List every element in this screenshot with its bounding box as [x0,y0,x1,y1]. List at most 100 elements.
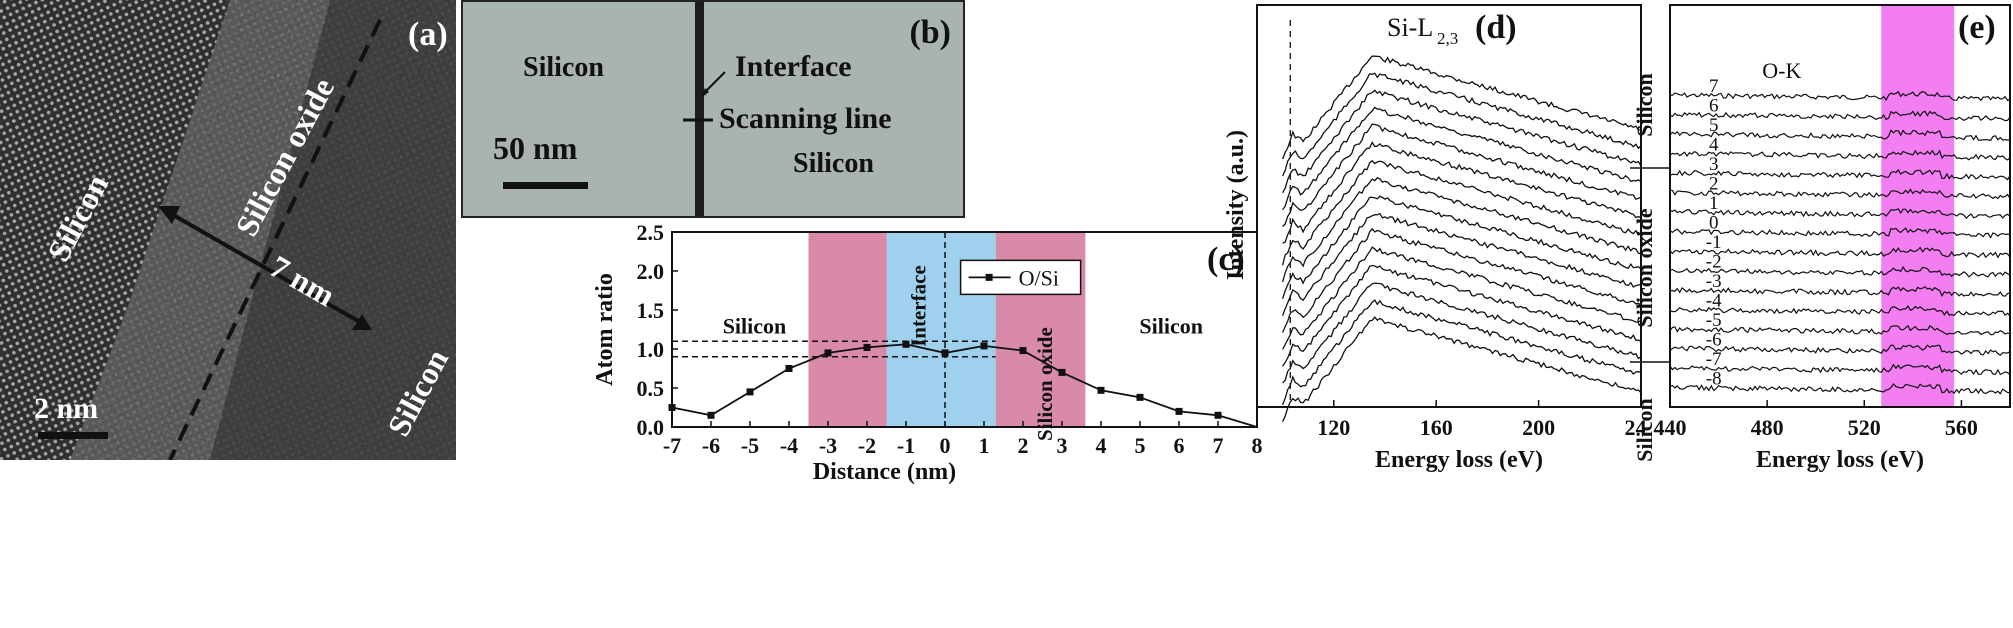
tem-micrograph [463,2,963,216]
data-point-8 [980,342,988,350]
y-tick-label-0: 0.0 [637,415,665,440]
trace-label-14: -7 [1706,349,1722,370]
hrtem-micrograph [0,0,456,460]
o-k-trace-5 [1669,188,2011,200]
spectrum-11 [1282,246,1642,350]
x-tick-label-12: 5 [1135,433,1146,458]
panel-b-interface: Interface [735,50,852,83]
data-point-4 [824,349,832,357]
spectrum-7 [1281,177,1642,283]
spectrum-5 [1282,141,1642,244]
data-point-12 [1136,393,1144,401]
plot-frame [1669,4,2011,408]
panel-a-hrtem-image: (a) Silicon Silicon oxide 7 nm Silicon 2… [0,0,456,460]
annot-silicon-left: Silicon [723,313,787,338]
panel-d-si-l-spectra: 120160200240Energy loss (eV)Si-L2,3(d) [1255,0,1645,628]
chart-d-ylabel-svg: Intensity (a.u.) [1223,130,1249,280]
chart-d-svg: 120160200240Energy loss (eV)Si-L2,3(d) [1256,4,1646,473]
trace-label-15: -8 [1706,369,1722,390]
x-tick-label-7: 0 [940,433,951,458]
trace-label-2: 5 [1709,115,1719,136]
spectrum-12 [1282,264,1642,367]
panel-c-label: (c) [1207,241,1245,278]
o-k-trace-10 [1669,285,2011,297]
x-tick-label-3: 240 [1625,415,1646,440]
spectrum-1 [1282,72,1642,177]
data-point-7 [941,349,949,357]
data-point-13 [1175,407,1183,415]
o-k-trace-6 [1669,208,2011,220]
y-tick-label-5: 2.5 [637,222,665,245]
y-tick-label-3: 1.5 [637,298,665,323]
o-k-trace-3 [1669,149,2011,161]
data-point-3 [785,365,793,372]
o-k-trace-14 [1669,363,2011,376]
trace-label-12: -5 [1706,310,1722,331]
y-tick-label-2: 1.0 [637,337,665,362]
spectrum-0 [1281,55,1642,160]
trace-label-0: 7 [1709,76,1719,97]
panel-b-silicon-left: Silicon [523,52,604,83]
x-tick-label-3: -4 [780,433,798,458]
legend-marker [985,273,993,281]
chart-e-title: O-K [1762,58,1801,83]
annot-interface: Interface [907,265,931,347]
x-tick-label-15: 8 [1252,433,1263,458]
o-k-trace-2 [1669,129,2011,142]
side-label-0: Silicon [1632,73,1657,137]
spectrum-9 [1281,212,1642,316]
panel-b-label: (b) [909,14,951,51]
x-tick-label-0: -7 [663,433,681,458]
x-axis-label: Distance (nm) [813,459,956,485]
spectrum-6 [1281,159,1642,266]
side-label-2: Silicon [1632,398,1657,462]
x-axis-label: Energy loss (eV) [1375,447,1543,473]
spectrum-15 [1282,316,1642,422]
x-tick-label-14: 7 [1213,433,1224,458]
trace-label-10: -3 [1706,271,1722,292]
trace-label-9: -2 [1706,252,1722,273]
panel-d-label: (d) [1475,9,1517,46]
data-point-5 [863,343,871,351]
o-k-trace-4 [1669,168,2011,181]
spectrum-10 [1282,227,1642,333]
x-tick-label-1: -6 [702,433,720,458]
trace-label-3: 4 [1709,135,1719,156]
x-tick-label-11: 4 [1096,433,1107,458]
trace-label-5: 2 [1709,174,1719,195]
o-k-trace-8 [1669,246,2011,259]
x-tick-label-10: 3 [1057,433,1068,458]
x-tick-label-6: -1 [897,433,915,458]
trace-label-7: 0 [1709,213,1719,234]
spectrum-14 [1281,299,1642,406]
y-tick-label-1: 0.5 [637,376,665,401]
x-tick-label-4: -3 [819,433,837,458]
chart-d-title: Si-L [1387,13,1433,42]
legend-label: O/Si [1019,265,1059,290]
x-axis-label: Energy loss (eV) [1756,447,1924,473]
o-k-trace-15 [1669,383,2010,395]
data-point-6 [902,340,910,348]
series-o-si-line [671,343,1258,428]
trace-label-6: 1 [1709,193,1719,214]
data-point-0 [668,404,676,411]
panel-a-label: (a) [408,16,448,53]
trace-label-1: 6 [1709,96,1719,117]
data-point-14 [1214,411,1222,419]
o-k-trace-12 [1669,324,2011,336]
annot-silicon-right: Silicon [1139,313,1203,338]
highlight-band [1881,5,1955,407]
x-tick-label-1: 160 [1420,415,1453,440]
x-tick-label-0: 440 [1654,415,1687,440]
panel-a-scale-bar-label: 2 nm [34,392,99,425]
spectrum-4 [1282,123,1642,227]
data-point-10 [1058,368,1066,376]
data-point-1 [707,411,715,419]
y-tick-label-4: 2.0 [637,259,665,284]
data-point-9 [1019,347,1027,355]
spectrum-3 [1282,106,1642,211]
